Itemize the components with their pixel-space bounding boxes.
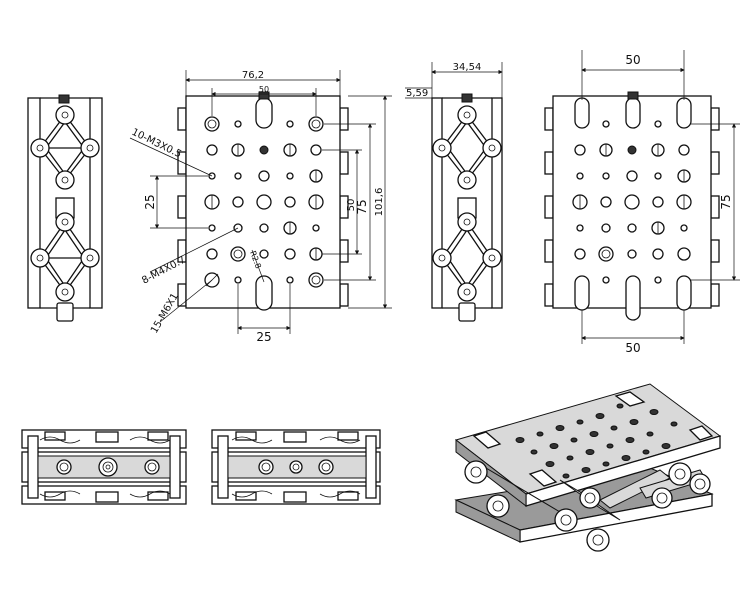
right-hole-pattern	[572, 120, 692, 284]
dim-height-101-6: 101,6	[374, 188, 385, 217]
iso-scissor	[464, 460, 711, 552]
front-top-view: 76,2 50 101,6 75 50 25 25 10-M3X0.5	[130, 70, 392, 344]
pivot-circles	[30, 105, 100, 302]
callout-m3: 10-M3X0.5	[130, 127, 183, 161]
dim-right-75: 75	[719, 194, 733, 209]
middle-side-view: 34,54 5,59	[405, 62, 503, 322]
dim-right-bottom-50: 50	[625, 341, 640, 355]
dim-50-vertical: 50	[346, 199, 357, 212]
right-top-view: 50 50 75	[544, 50, 740, 355]
iso-hole-pattern	[515, 403, 678, 479]
dim-right-top-50: 50	[625, 53, 640, 67]
dim-25-vertical: 25	[143, 194, 157, 209]
left-side-view	[27, 94, 103, 322]
isometric-view	[454, 383, 722, 552]
callout-m6: 15-M6X1	[149, 291, 181, 335]
hole-pattern	[204, 116, 324, 288]
dim-top-50: 50	[259, 85, 269, 94]
dim-25-bottom: 25	[256, 330, 271, 344]
dim-side-5-59: 5,59	[406, 88, 428, 99]
bottom-front-view-1	[21, 429, 187, 505]
dim-side-34-54: 34,54	[453, 62, 482, 73]
dim-width-76-2: 76,2	[242, 70, 264, 81]
bottom-front-view-2	[211, 429, 381, 505]
callout-m4: 8-M4X0.7	[140, 255, 187, 287]
